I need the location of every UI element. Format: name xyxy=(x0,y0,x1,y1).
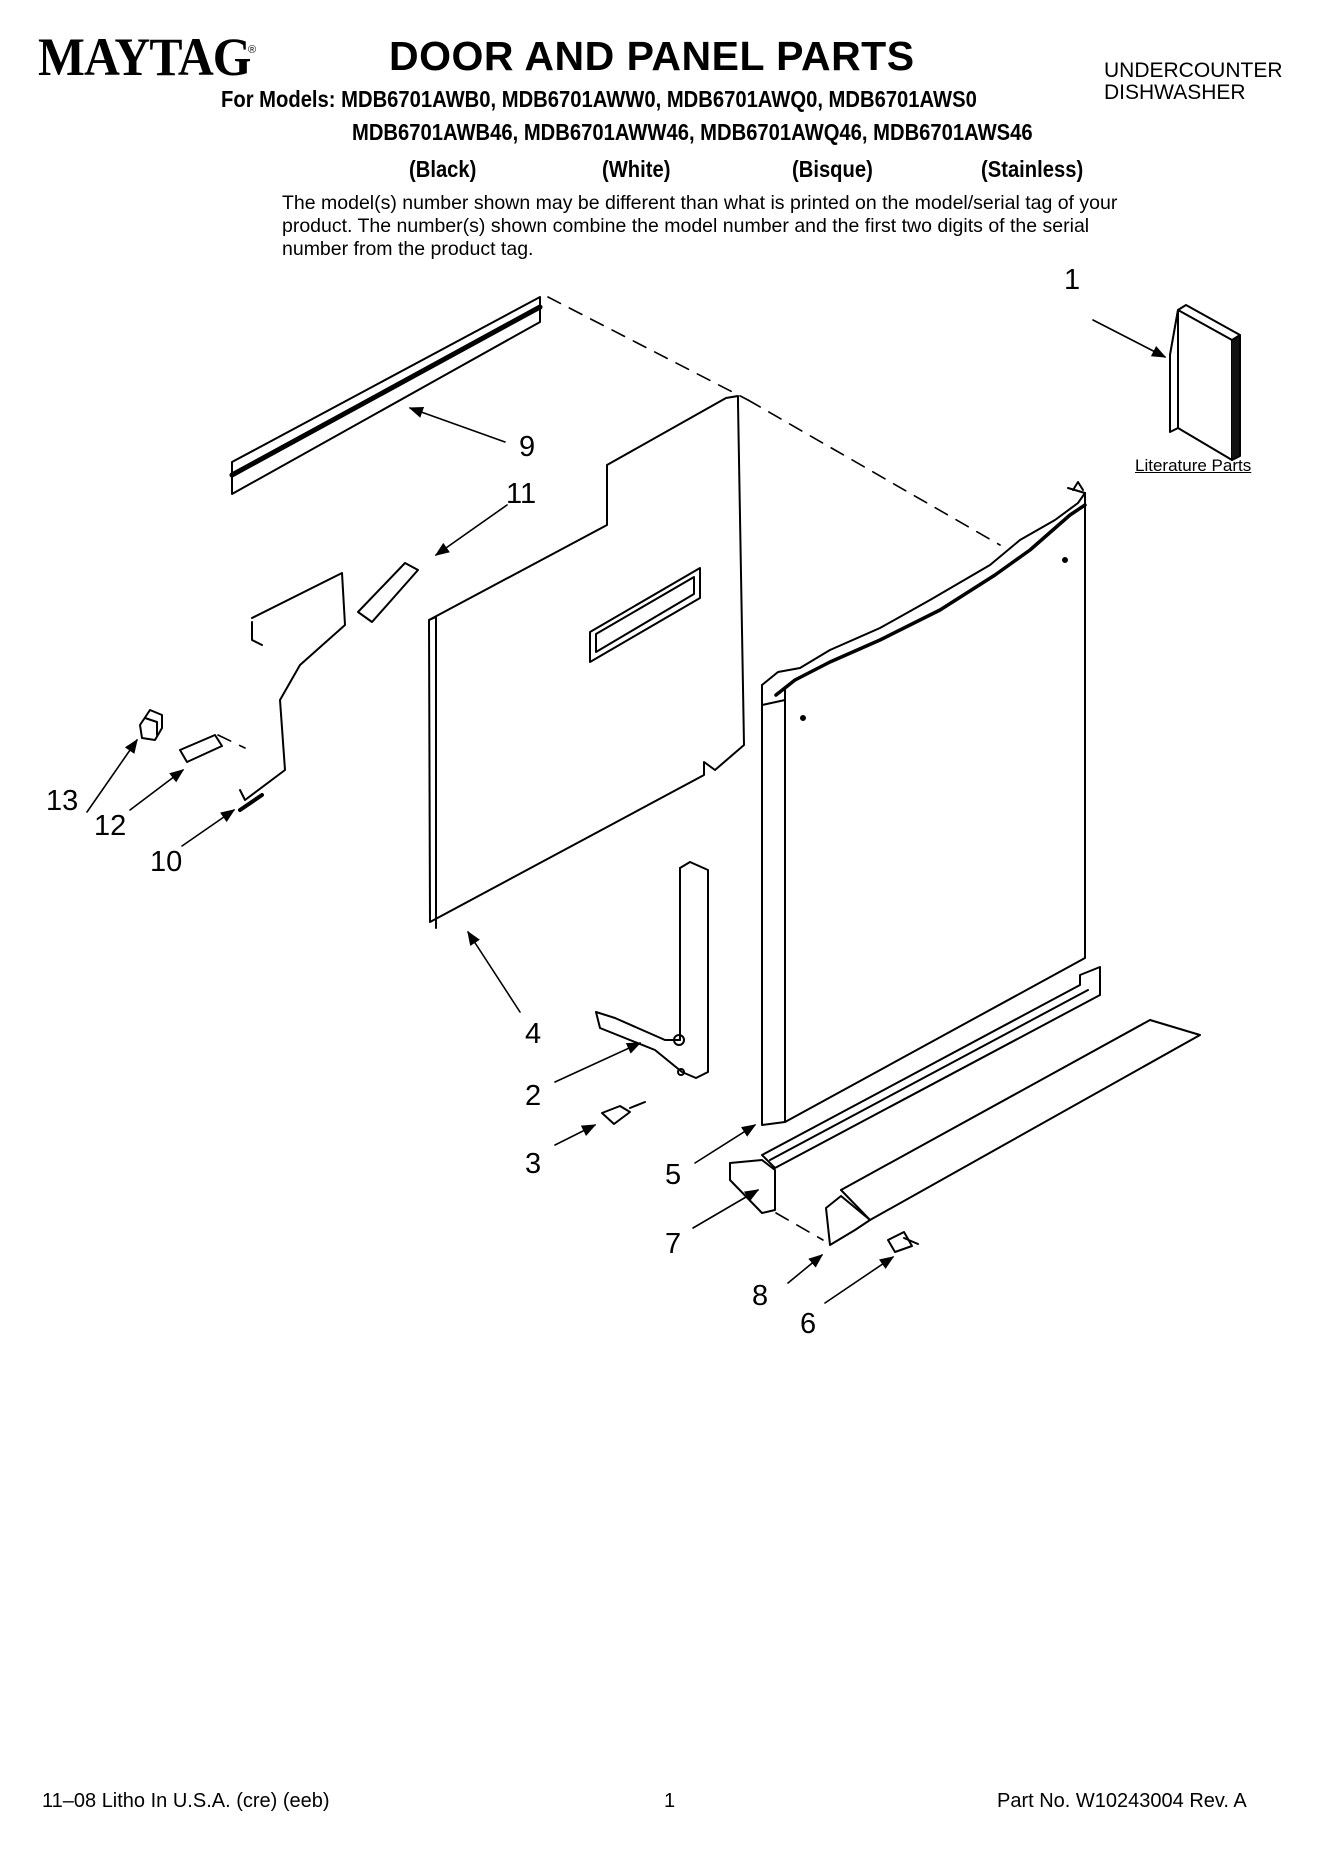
part-3-screw xyxy=(601,1101,646,1125)
callout-3: 3 xyxy=(525,1148,542,1180)
callout-8: 8 xyxy=(752,1280,769,1312)
models-line-2: MDB6701AWB46, MDB6701AWW46, MDB6701AWQ46… xyxy=(352,119,1033,145)
callout-6: 6 xyxy=(800,1308,817,1340)
callout-2: 2 xyxy=(525,1080,542,1112)
color-bisque: (Bisque) xyxy=(792,156,873,182)
registered-mark: ® xyxy=(248,44,257,56)
callout-9: 9 xyxy=(519,431,536,463)
callout-12: 12 xyxy=(94,810,127,842)
callout-1: 1 xyxy=(1064,264,1081,296)
callout-4: 4 xyxy=(525,1018,542,1050)
brand-logo: MAYTAG xyxy=(38,27,251,87)
part-2-hinge-bracket xyxy=(595,861,709,1079)
product-type: UNDERCOUNTER DISHWASHER xyxy=(1104,59,1283,104)
color-black: (Black) xyxy=(409,156,477,182)
models-line-1: For Models: MDB6701AWB0, MDB6701AWW0, MD… xyxy=(221,86,977,112)
part-number: Part No. W10243004 Rev. A xyxy=(997,1790,1247,1812)
part-7-lower-trim xyxy=(761,966,1101,1169)
part-7-toe-panel xyxy=(729,1019,1201,1221)
litho-info: 11–08 Litho In U.S.A. (cre) (eeb) xyxy=(42,1790,330,1812)
color-stainless: (Stainless) xyxy=(981,156,1084,182)
page-number: 1 xyxy=(664,1790,676,1812)
part-6-screw xyxy=(887,1231,919,1253)
callout-11: 11 xyxy=(506,478,537,510)
part-12-pad xyxy=(179,734,223,763)
callout-5: 5 xyxy=(665,1159,682,1191)
callout-13: 13 xyxy=(46,785,79,817)
part-1-literature xyxy=(1169,304,1241,461)
literature-parts-label: Literature Parts xyxy=(1135,456,1252,475)
part-8-bracket xyxy=(825,1195,871,1246)
part-13-latch xyxy=(139,709,163,741)
page-title: DOOR AND PANEL PARTS xyxy=(389,33,915,79)
callout-7: 7 xyxy=(665,1228,682,1260)
part-5-inner-door xyxy=(761,481,1087,1126)
part-11-spacer xyxy=(357,562,419,623)
callout-10: 10 xyxy=(150,846,183,878)
model-number-note: The model(s) number shown may be differe… xyxy=(282,192,1118,260)
color-white: (White) xyxy=(602,156,671,182)
part-10-bracket xyxy=(238,572,346,812)
part-4-door-panel xyxy=(428,395,745,929)
part-9-trim-strip xyxy=(229,296,543,495)
